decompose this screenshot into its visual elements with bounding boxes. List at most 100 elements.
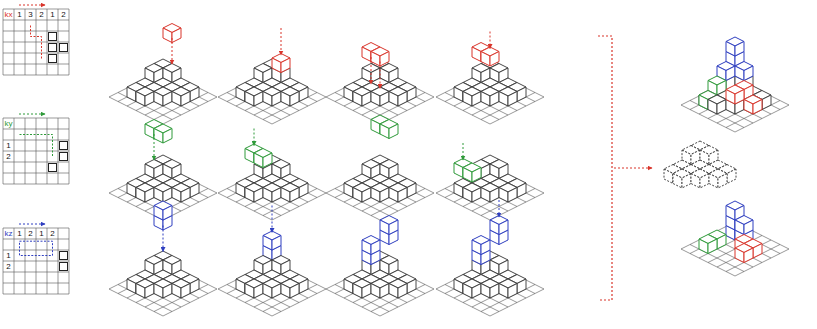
cube-face — [717, 235, 726, 250]
grid-line — [708, 236, 762, 263]
grid-line — [127, 79, 181, 106]
iso-scene — [681, 37, 789, 132]
grid-line — [472, 184, 526, 211]
grid-line — [69, 118, 70, 184]
grid-line — [236, 88, 290, 115]
grid-line — [254, 271, 308, 298]
grid-line — [472, 79, 526, 106]
cube-face — [499, 284, 508, 299]
cube-face — [272, 188, 281, 203]
grid-line — [463, 180, 517, 207]
grid-line — [463, 84, 517, 111]
cube-face — [263, 153, 272, 168]
cube-face — [172, 92, 181, 107]
grid-line — [353, 180, 407, 207]
grid-line — [353, 180, 407, 207]
cube-face — [290, 284, 299, 299]
cube-face — [154, 129, 163, 144]
grid-line — [335, 285, 389, 312]
grid-line — [227, 93, 281, 120]
cube-face — [463, 284, 472, 299]
motion-arrow — [463, 143, 464, 160]
cube-face — [281, 58, 290, 73]
iso-scene — [664, 141, 736, 188]
filled-cell — [49, 55, 57, 63]
cube-face — [389, 284, 398, 299]
axis-key: ky — [3, 118, 14, 129]
cube-face — [481, 240, 490, 255]
grid-line — [145, 271, 199, 298]
grid-line — [3, 53, 69, 54]
cube-face — [481, 284, 490, 299]
cube-face — [389, 92, 398, 107]
cube-face — [398, 284, 407, 299]
grid-line — [245, 84, 299, 111]
cube-face — [508, 92, 517, 107]
cube-face — [490, 188, 499, 203]
cube-face — [726, 90, 735, 105]
cube-face — [163, 28, 172, 43]
cube-face — [744, 66, 753, 81]
grid-line — [36, 228, 37, 294]
cube-face — [463, 168, 472, 183]
motion-arrow — [272, 206, 273, 233]
plan-grid — [3, 114, 69, 184]
cube-face — [236, 87, 245, 102]
cube-face — [254, 188, 263, 203]
cube-face — [290, 188, 299, 203]
cube-face — [353, 92, 362, 107]
grid-line — [445, 285, 499, 312]
cube-face — [154, 206, 163, 221]
cube-face — [145, 92, 154, 107]
cube-face — [272, 284, 281, 299]
cube-face — [517, 183, 526, 198]
grid-line — [463, 276, 517, 303]
cube-face — [371, 52, 380, 67]
grid-line — [445, 189, 499, 216]
grid-line — [254, 175, 308, 202]
grid-line — [145, 88, 199, 115]
grid-line — [127, 271, 181, 298]
grid-line — [472, 280, 526, 307]
cube-face — [472, 284, 481, 299]
iso-scene — [436, 143, 544, 220]
grid-line — [3, 173, 69, 174]
cube-face — [380, 220, 389, 235]
cube-face — [664, 169, 673, 184]
grid-line — [362, 280, 416, 307]
grid-line — [245, 84, 299, 111]
iso-scene — [109, 201, 217, 316]
iso-scene — [436, 200, 544, 316]
cube-face — [735, 90, 744, 105]
motion-arrow — [490, 32, 491, 49]
cube-face — [700, 174, 709, 189]
grid-line — [353, 276, 407, 303]
grid-line — [362, 79, 416, 106]
cube-face — [299, 183, 308, 198]
cube-face — [263, 92, 272, 107]
grid-line — [47, 9, 48, 75]
cube-face — [726, 42, 735, 57]
cube-face — [362, 92, 371, 107]
count-number: 2 — [47, 228, 58, 239]
cube-face — [344, 183, 353, 198]
grid-line — [362, 88, 416, 115]
grid-line — [3, 294, 69, 295]
cube-face — [407, 87, 416, 102]
motion-arrow — [371, 57, 372, 84]
cube-face — [380, 92, 389, 107]
cube-face — [181, 92, 190, 107]
cube-face — [263, 236, 272, 251]
bracket — [598, 36, 612, 300]
grid-line — [708, 236, 762, 263]
scan-path — [20, 241, 53, 255]
cube-face — [362, 284, 371, 299]
motion-arrow — [163, 226, 164, 252]
cube-face — [245, 149, 254, 164]
grid-line — [118, 93, 172, 120]
count-number: 2 — [25, 228, 36, 239]
motion-arrow — [499, 200, 500, 217]
cube-face — [717, 100, 726, 115]
grid-line — [145, 79, 199, 106]
